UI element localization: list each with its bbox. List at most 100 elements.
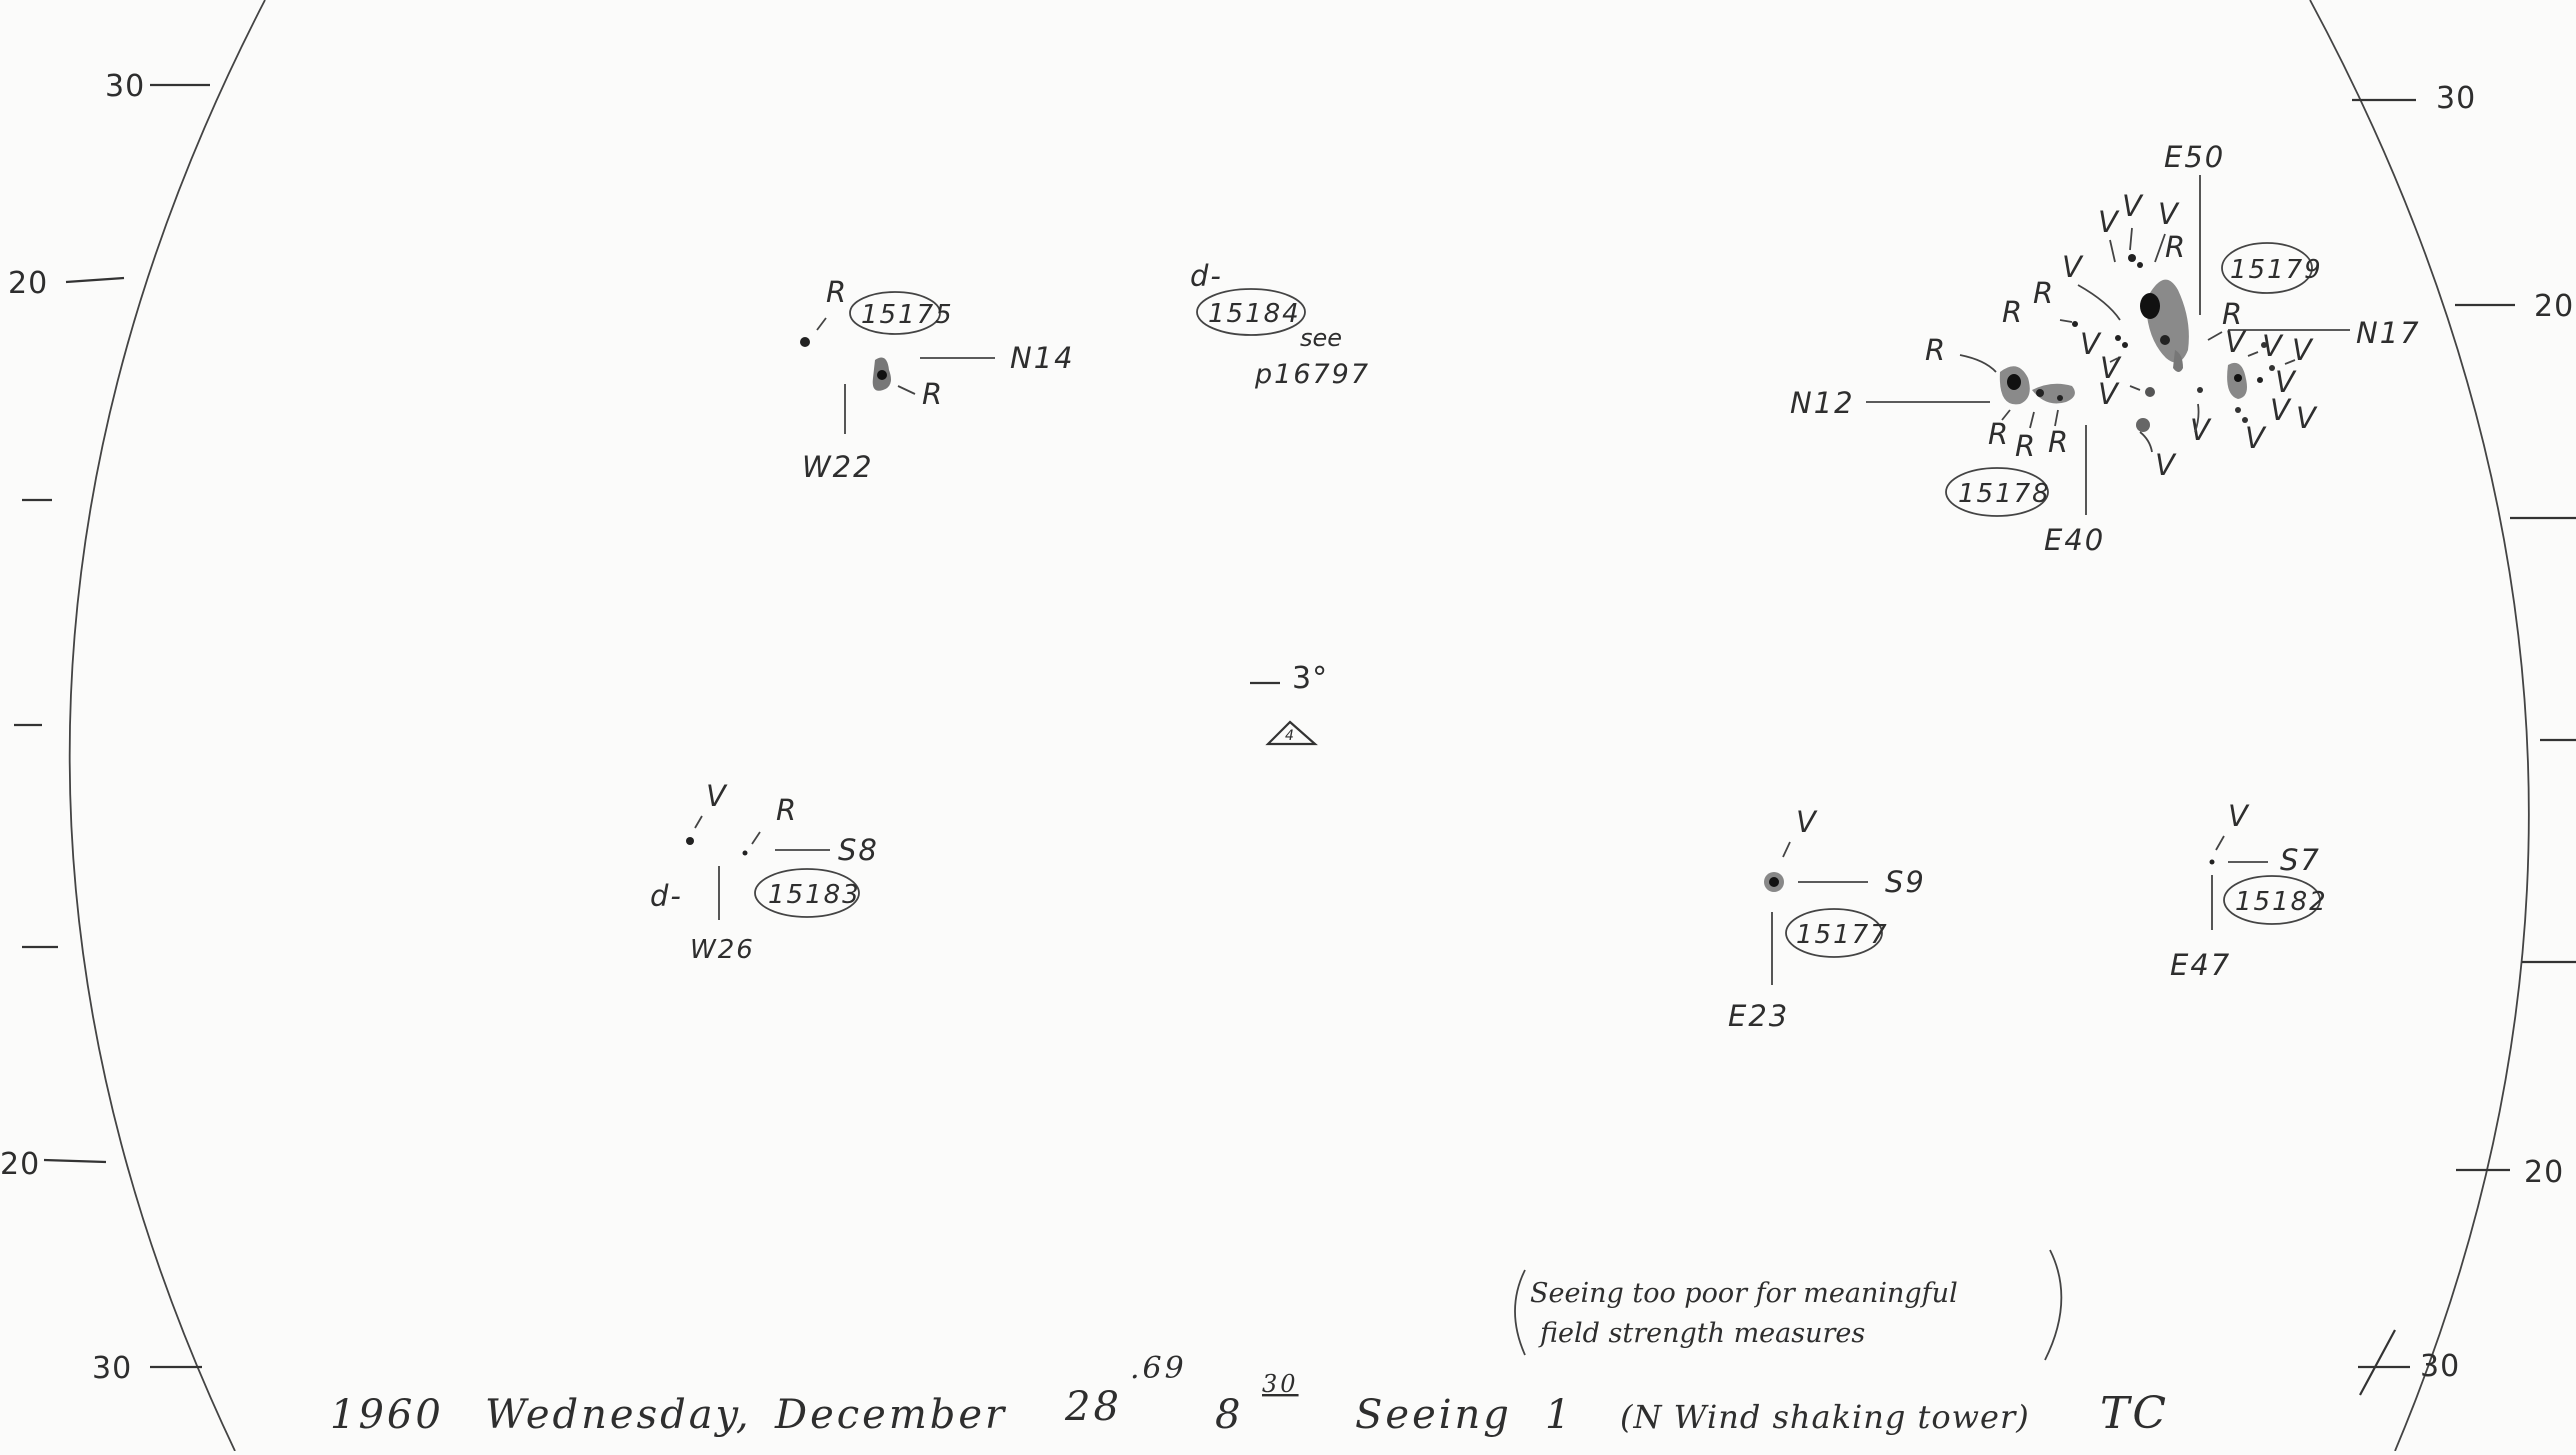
- group-number-ellipse: [2221, 242, 2313, 294]
- mark-v: V: [2262, 329, 2284, 363]
- sunspot-umbra: [1769, 877, 1779, 887]
- mark-r: R: [1925, 333, 1947, 367]
- latitude-label: N14: [1010, 341, 1075, 375]
- footer-minutes: 30: [1262, 1370, 1299, 1398]
- group-number: 15179: [2230, 255, 2323, 285]
- tick-label-right-20-bottom: 20: [2524, 1155, 2564, 1190]
- remark-line-1: Seeing too poor for meaningful: [1530, 1278, 1958, 1309]
- tick-label-left-20-bottom: 20: [0, 1147, 40, 1182]
- group-number-ellipse: [1785, 908, 1883, 958]
- longitude-label: W22: [802, 450, 874, 484]
- group-number-ellipse: [849, 291, 941, 335]
- footer-wind-note: (N Wind shaking tower): [1620, 1398, 2030, 1436]
- longitude-label: E40: [2044, 523, 2105, 557]
- sunspot-group-15179: E50 N17 15179 V V V R V R R R V: [2002, 140, 2421, 482]
- tick-label-left-30-top: 30: [105, 69, 145, 104]
- latitude-label: S7: [2280, 843, 2321, 877]
- latitude-label: N12: [1790, 386, 1855, 420]
- cross-reference-note: see: [1300, 324, 1342, 352]
- remark-bracket-left: [1514, 1269, 1526, 1356]
- tick-label-right-20-top: 20: [2534, 289, 2574, 324]
- mark-r: R: [776, 793, 798, 827]
- group-number: 15177: [1796, 920, 1889, 950]
- center-triangle-number: 4: [1285, 728, 1294, 744]
- sunspot-group-15182: V S7 15182 E47: [2170, 799, 2328, 982]
- sunspot: [800, 337, 810, 347]
- cross-reference-page: p16797: [1254, 359, 1370, 390]
- mark-r: R: [2033, 276, 2055, 310]
- mark-r: R: [2222, 297, 2244, 331]
- mark-v: V: [2225, 325, 2247, 359]
- footer-seeing-value: 1: [1545, 1392, 1573, 1438]
- footer-observer: TC: [2100, 1388, 2169, 1439]
- sunspot-umbra: [2007, 374, 2021, 390]
- mark-r: R: [2002, 295, 2024, 329]
- footer-day: 28: [1064, 1384, 1122, 1430]
- remark-line-2: field strength measures: [1538, 1318, 1865, 1349]
- mark-v: V: [2228, 799, 2250, 833]
- mark-v: V: [2158, 197, 2180, 231]
- group-number-ellipse: [1945, 467, 2049, 517]
- disk-limb-right: [2309, 0, 2530, 1452]
- footer-month: December: [774, 1392, 1007, 1438]
- mark-v: V: [2275, 365, 2297, 399]
- mark-v: V: [2190, 413, 2212, 447]
- sunspot: [742, 850, 748, 856]
- left-latitude-scale: 30 20 20 30: [0, 69, 210, 1386]
- mark-r: R: [922, 377, 944, 411]
- right-latitude-scale: 30 20 20 30: [2352, 81, 2576, 1396]
- group-number-ellipse: [1196, 288, 1306, 336]
- mark-v: V: [2062, 250, 2084, 284]
- mark-r: R: [826, 275, 848, 309]
- footer-seeing-label: Seeing: [1355, 1392, 1512, 1438]
- mark-v: V: [2098, 205, 2120, 239]
- mark-r: R: [2048, 425, 2070, 459]
- latitude-label: S9: [1885, 865, 1926, 899]
- tick-label-right-30-top: 30: [2436, 81, 2476, 116]
- center-angle-label: 3°: [1292, 661, 1328, 696]
- tick-label-right-30-bottom: 30: [2420, 1349, 2460, 1384]
- footer-weekday: Wednesday,: [485, 1392, 752, 1438]
- longitude-label: W26: [690, 935, 755, 965]
- footer-day-fraction: .69: [1130, 1351, 1187, 1386]
- footer-year: 1960: [330, 1392, 444, 1438]
- group-number: 15175: [861, 300, 954, 330]
- mark-v: V: [2292, 333, 2314, 367]
- group-number: 15183: [768, 880, 861, 910]
- group-number: 15182: [2235, 887, 2328, 917]
- mark-v: V: [2122, 189, 2144, 223]
- sunspot-group-15177: V S9 15177 E23: [1728, 805, 1926, 1033]
- center-triangle-icon: [1265, 720, 1318, 746]
- group-number-ellipse: [754, 868, 860, 918]
- group-prefix: d-: [650, 879, 683, 913]
- group-number-ellipse: [2223, 875, 2321, 925]
- latitude-label: N17: [2356, 316, 2421, 350]
- footer-hour: 8: [1215, 1392, 1243, 1438]
- tick-label-left-20-top: 20: [8, 266, 48, 301]
- mark-v: V: [2245, 421, 2267, 455]
- remark-bracket-right: [2044, 1249, 2063, 1361]
- longitude-label: E50: [2164, 140, 2225, 174]
- mark-v: V: [706, 779, 728, 813]
- mark-r: R: [1988, 417, 2010, 451]
- sunspot: [2209, 859, 2215, 865]
- sunspot-group-15184: d- 15184 see p16797: [1190, 259, 1370, 390]
- sunspot-group-15183: V R S8 d- 15183 W26: [650, 779, 879, 965]
- disk-limb-left: [68, 0, 266, 1452]
- longitude-label: E47: [2170, 948, 2231, 982]
- group-number: 15178: [1958, 479, 2051, 509]
- mark-r: R: [2165, 230, 2187, 264]
- mark-v: V: [2080, 327, 2102, 361]
- disk-center-mark: 3° 4: [1250, 661, 1328, 746]
- mark-v: V: [2270, 393, 2292, 427]
- longitude-label: E23: [1728, 999, 1789, 1033]
- mark-r: R: [2015, 429, 2037, 463]
- latitude-label: S8: [838, 833, 879, 867]
- observation-footer: 1960 Wednesday, December 28 .69 8 30 See…: [330, 1249, 2169, 1439]
- sunspot: [686, 837, 694, 845]
- mark-v: V: [2098, 377, 2120, 411]
- group-prefix: d-: [1190, 259, 1223, 293]
- sunspot-penumbra: [2146, 279, 2189, 363]
